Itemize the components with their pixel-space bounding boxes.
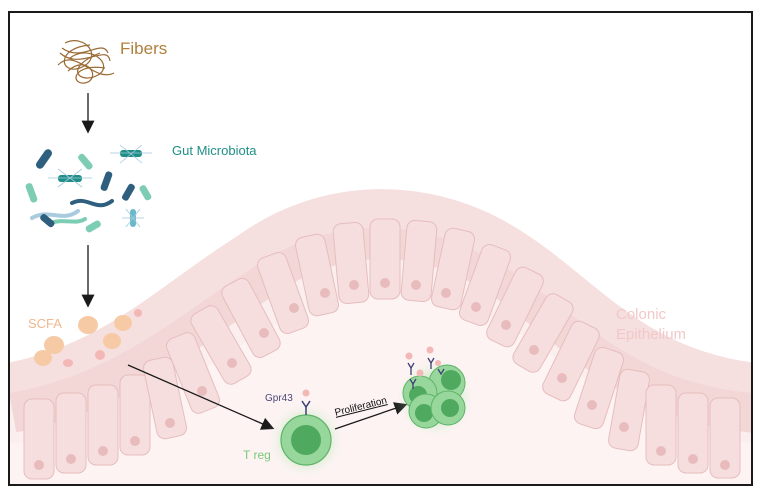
diagram-canvas: [10, 40, 751, 484]
t-cell-icon: [266, 389, 346, 480]
gpr43-label: Gpr43: [265, 393, 293, 404]
epithelial-cells: [23, 218, 741, 480]
bacteria-cluster-icon: [25, 144, 152, 233]
treg-label: T reg: [243, 448, 271, 462]
colonic-epithelium-label: Colonic Epithelium: [616, 305, 736, 345]
fibers-label: Fibers: [120, 39, 168, 58]
receptor-icon: [301, 400, 311, 415]
gut-microbiota-label: Gut Microbiota: [172, 143, 257, 158]
scfa-label: SCFA: [28, 316, 62, 331]
colonic-label-line2: Epithelium: [616, 326, 687, 343]
proliferating-cells-icon: [393, 346, 477, 440]
arrow-scfa-to-treg: [127, 364, 275, 430]
colonic-epithelium: [10, 189, 751, 484]
colonic-label-line1: Colonic: [616, 306, 667, 323]
figure-frame: Fibers Gut Microbiota SCFA Colonic Epith…: [8, 11, 753, 486]
scfa-molecule-icon: [34, 309, 142, 367]
fiber-bundle-icon: [57, 40, 115, 84]
arrow-proliferation: [334, 402, 408, 430]
